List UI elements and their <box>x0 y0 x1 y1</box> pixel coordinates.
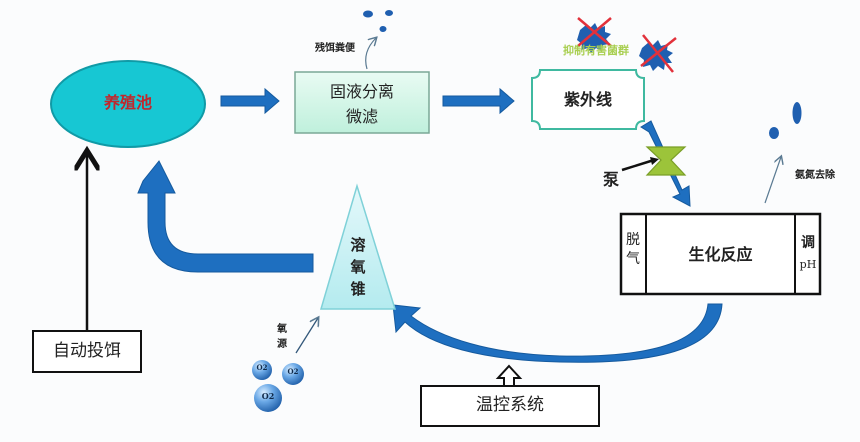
auto-feed-box: 自动投饵 <box>32 330 142 373</box>
flow-arrow-tank-to-filter <box>220 87 280 115</box>
ammonia-removal-arrow <box>764 157 781 204</box>
pump-icon <box>645 146 687 176</box>
waste-particle <box>379 26 387 32</box>
temp-control-pointer <box>495 364 523 387</box>
adjust-label: 调 <box>801 235 815 251</box>
uv-label: 紫外线 <box>563 90 612 109</box>
flow-arrow-bio-to-cone <box>392 303 723 363</box>
filter-label-line2: 微滤 <box>345 107 378 126</box>
waste-particle <box>385 10 393 16</box>
degas-label: 脱气 <box>626 232 640 267</box>
oxygen-bubble-label: O2 <box>261 391 275 401</box>
oxygen-bubble-label: O2 <box>256 363 268 372</box>
flow-arrow-cone-to-tank <box>137 160 314 273</box>
temp-control-label: 温控系统 <box>476 395 544 415</box>
bacteria-crossed-icon <box>639 34 677 73</box>
oxygen-source-label: 氧源 <box>277 324 287 350</box>
pump-pointer-arrowhead <box>650 157 659 165</box>
waste-label: 残饵粪便 <box>315 43 355 54</box>
flow-arrow-filter-to-uv <box>442 87 515 115</box>
filter-box-shape <box>294 71 430 134</box>
oxygen-cone-char-3: 锥 <box>350 280 366 298</box>
temp-control-box: 温控系统 <box>420 385 600 427</box>
culture-tank-shape <box>50 60 206 148</box>
uv-box-shape <box>531 69 645 130</box>
oxygen-supply-arrow <box>295 318 318 354</box>
oxygen-bubble-label: O2 <box>287 367 299 376</box>
culture-tank-label: 养殖池 <box>103 93 152 112</box>
waste-particle <box>363 10 373 18</box>
ammonia-removal-label: 氨氮去除 <box>795 170 835 181</box>
bacteria-crossed-icon <box>577 17 612 53</box>
oxygen-cone-char-2: 氧 <box>350 258 366 276</box>
bio-reaction-label: 生化反应 <box>688 245 753 264</box>
filter-label-line1: 固液分离 <box>329 82 394 101</box>
oxygen-bubble <box>282 363 304 385</box>
oxygen-bubble <box>254 384 282 412</box>
ammonia-particle <box>792 102 802 124</box>
bio-reactor-shape <box>619 212 822 296</box>
ammonia-particle <box>769 127 779 139</box>
oxygen-cone-char-1: 溶 <box>350 236 366 254</box>
pump-label: 泵 <box>602 170 619 189</box>
oxygen-cone-shape <box>319 183 397 310</box>
waste-removal-arrow <box>365 38 376 70</box>
auto-feed-label: 自动投饵 <box>53 341 121 361</box>
ph-label: pH <box>799 258 817 271</box>
inhibit-bacteria-label: 抑制有害菌群 <box>563 44 629 57</box>
pump-pointer-arrow <box>621 158 655 172</box>
oxygen-bubble <box>252 360 272 380</box>
